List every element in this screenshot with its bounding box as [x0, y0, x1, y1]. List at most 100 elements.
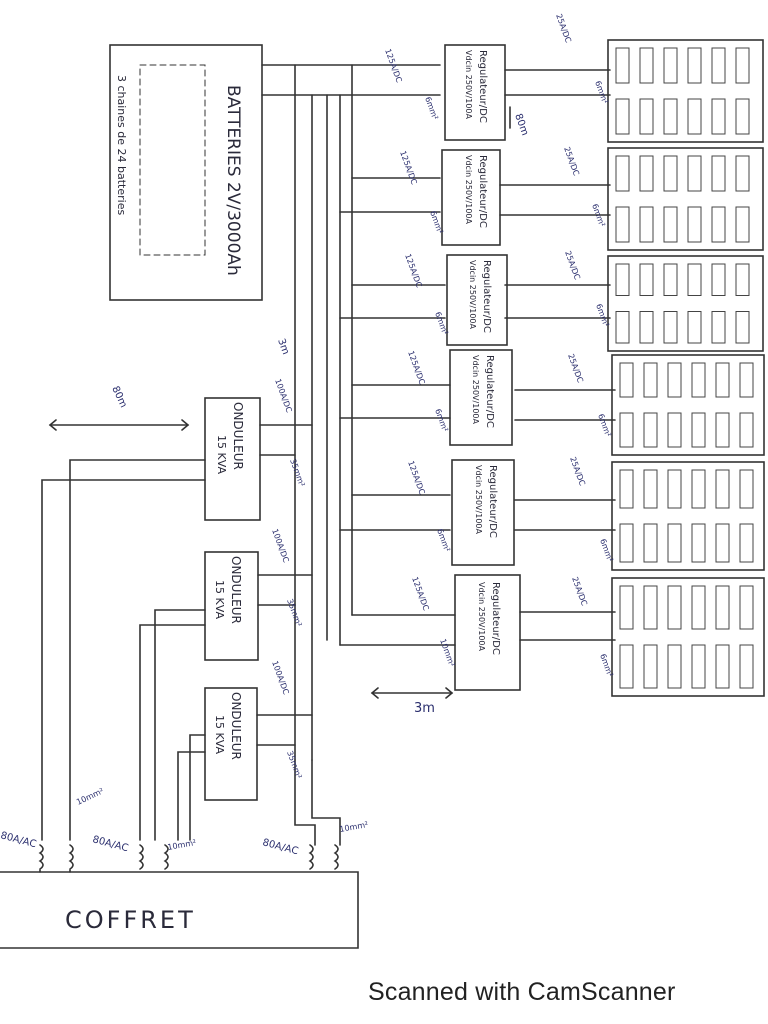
solar-panel-cell	[711, 98, 726, 135]
solar-panel-cell	[663, 263, 678, 296]
breaker-dc-out-5: 25A/DC	[568, 456, 587, 488]
solar-panel-cell	[687, 311, 702, 344]
regulator-3-line2: Vdcin 250V/100A	[468, 260, 477, 329]
solar-panel-cell	[619, 644, 634, 689]
solar-panel-cell	[639, 155, 654, 192]
solar-panel-cell	[667, 523, 682, 563]
panel-array-4	[611, 354, 765, 456]
solar-panel-cell	[739, 469, 754, 509]
regulator-2-line1: Regulateur/DC	[477, 155, 488, 228]
regulator-2-line2: Vdcin 250V/100A	[464, 155, 473, 224]
solar-panel-cell	[691, 362, 706, 398]
battery-subtitle: 3 chaines de 24 batteries	[115, 75, 128, 215]
solar-panel-cell	[691, 585, 706, 630]
panel-array-2	[607, 147, 764, 251]
cable-panel-4: 6mm²	[596, 413, 613, 439]
solar-panel-cell	[739, 644, 754, 689]
solar-panel-cell	[711, 206, 726, 243]
regulator-6-line1: Regulateur/DC	[490, 582, 501, 655]
onduleur-2-line2: 15 KVA	[213, 580, 226, 620]
solar-panel-cell	[615, 263, 630, 296]
solar-panel-cell	[615, 47, 630, 84]
regulator-6	[454, 574, 521, 691]
onduleur-3-line2: 15 KVA	[213, 715, 226, 755]
solar-panel-cell	[711, 263, 726, 296]
battery-box	[109, 44, 263, 301]
solar-panel-cell	[735, 98, 750, 135]
solar-panel-cell	[739, 523, 754, 563]
distance-3m-bottom: 3m	[414, 701, 435, 716]
solar-panel-cell	[619, 523, 634, 563]
battery-inner-dashed	[139, 64, 206, 256]
panel-array-5	[611, 461, 765, 571]
solar-panel-cell	[639, 263, 654, 296]
breaker-dc-in-3: 125A/DC	[403, 253, 424, 290]
solar-panel-cell	[691, 469, 706, 509]
breaker-dc-out-4: 25A/DC	[566, 353, 585, 385]
coffret-box	[0, 871, 359, 949]
coffret-label: COFFRET	[65, 906, 196, 934]
solar-panel-cell	[639, 47, 654, 84]
panel-array-6	[611, 577, 765, 697]
solar-panel-cell	[735, 263, 750, 296]
out-cable-1: 10mm²	[75, 786, 105, 806]
solar-panel-cell	[687, 263, 702, 296]
solar-panel-cell	[639, 311, 654, 344]
solar-panel-cell	[715, 362, 730, 398]
breaker-dc-in-2: 125A/DC	[398, 150, 419, 187]
scanner-footer: Scanned with CamScanner	[368, 978, 676, 1006]
solar-panel-cell	[735, 47, 750, 84]
distance-80m-top: 80m	[512, 112, 530, 137]
breaker-dc-out-1: 25A/DC	[554, 13, 573, 45]
solar-panel-cell	[739, 412, 754, 448]
ac-breaker-3: 80A/AC	[261, 837, 299, 857]
solar-panel-cell	[739, 585, 754, 630]
solar-panel-cell	[643, 412, 658, 448]
ac-breaker-1: 80A/AC	[0, 830, 37, 850]
solar-panel-cell	[619, 412, 634, 448]
regulator-5-line1: Regulateur/DC	[487, 465, 498, 538]
onduleur-2-breaker: 100A/DC	[270, 528, 291, 565]
panel-array-3	[607, 255, 764, 352]
onduleur-2-line1: ONDULEUR	[229, 556, 243, 624]
onduleur-3-cable: 35mm²	[285, 750, 303, 780]
cable-reg-6: 10mm²	[438, 638, 456, 668]
solar-panel-cell	[619, 362, 634, 398]
solar-panel-cell	[687, 98, 702, 135]
out-cable-2: 10mm²	[167, 838, 197, 852]
solar-panel-cell	[643, 585, 658, 630]
solar-panel-cell	[639, 206, 654, 243]
breaker-dc-in-5: 125A/DC	[406, 460, 427, 497]
solar-panel-cell	[715, 644, 730, 689]
onduleur-3-breaker: 100A/DC	[270, 660, 291, 697]
distance-80m-left: 80m	[109, 385, 128, 410]
breaker-dc-in-4: 125A/DC	[406, 350, 427, 387]
solar-panel-cell	[619, 469, 634, 509]
solar-panel-cell	[715, 585, 730, 630]
regulator-1-line2: Vdcin 250V/100A	[464, 50, 473, 119]
solar-panel-cell	[739, 362, 754, 398]
regulator-3	[446, 254, 508, 346]
regulator-2	[441, 149, 501, 246]
solar-panel-cell	[643, 523, 658, 563]
out-cable-3: 10mm²	[339, 820, 369, 834]
breaker-dc-out-2: 25A/DC	[562, 146, 581, 178]
solar-panel-cell	[687, 155, 702, 192]
regulator-3-line1: Regulateur/DC	[481, 260, 492, 333]
regulator-4-line2: Vdcin 250V/100A	[471, 355, 480, 424]
solar-panel-cell	[663, 98, 678, 135]
solar-panel-cell	[715, 469, 730, 509]
breaker-dc-out-6: 25A/DC	[570, 576, 589, 608]
solar-panel-cell	[663, 311, 678, 344]
solar-panel-cell	[667, 362, 682, 398]
solar-panel-cell	[715, 412, 730, 448]
cable-reg-5: 6mm²	[435, 528, 452, 554]
solar-panel-cell	[715, 523, 730, 563]
solar-panel-cell	[643, 362, 658, 398]
regulator-5	[451, 459, 515, 566]
solar-panel-cell	[735, 206, 750, 243]
solar-panel-cell	[667, 585, 682, 630]
solar-panel-cell	[667, 469, 682, 509]
solar-panel-cell	[691, 412, 706, 448]
solar-panel-cell	[639, 98, 654, 135]
